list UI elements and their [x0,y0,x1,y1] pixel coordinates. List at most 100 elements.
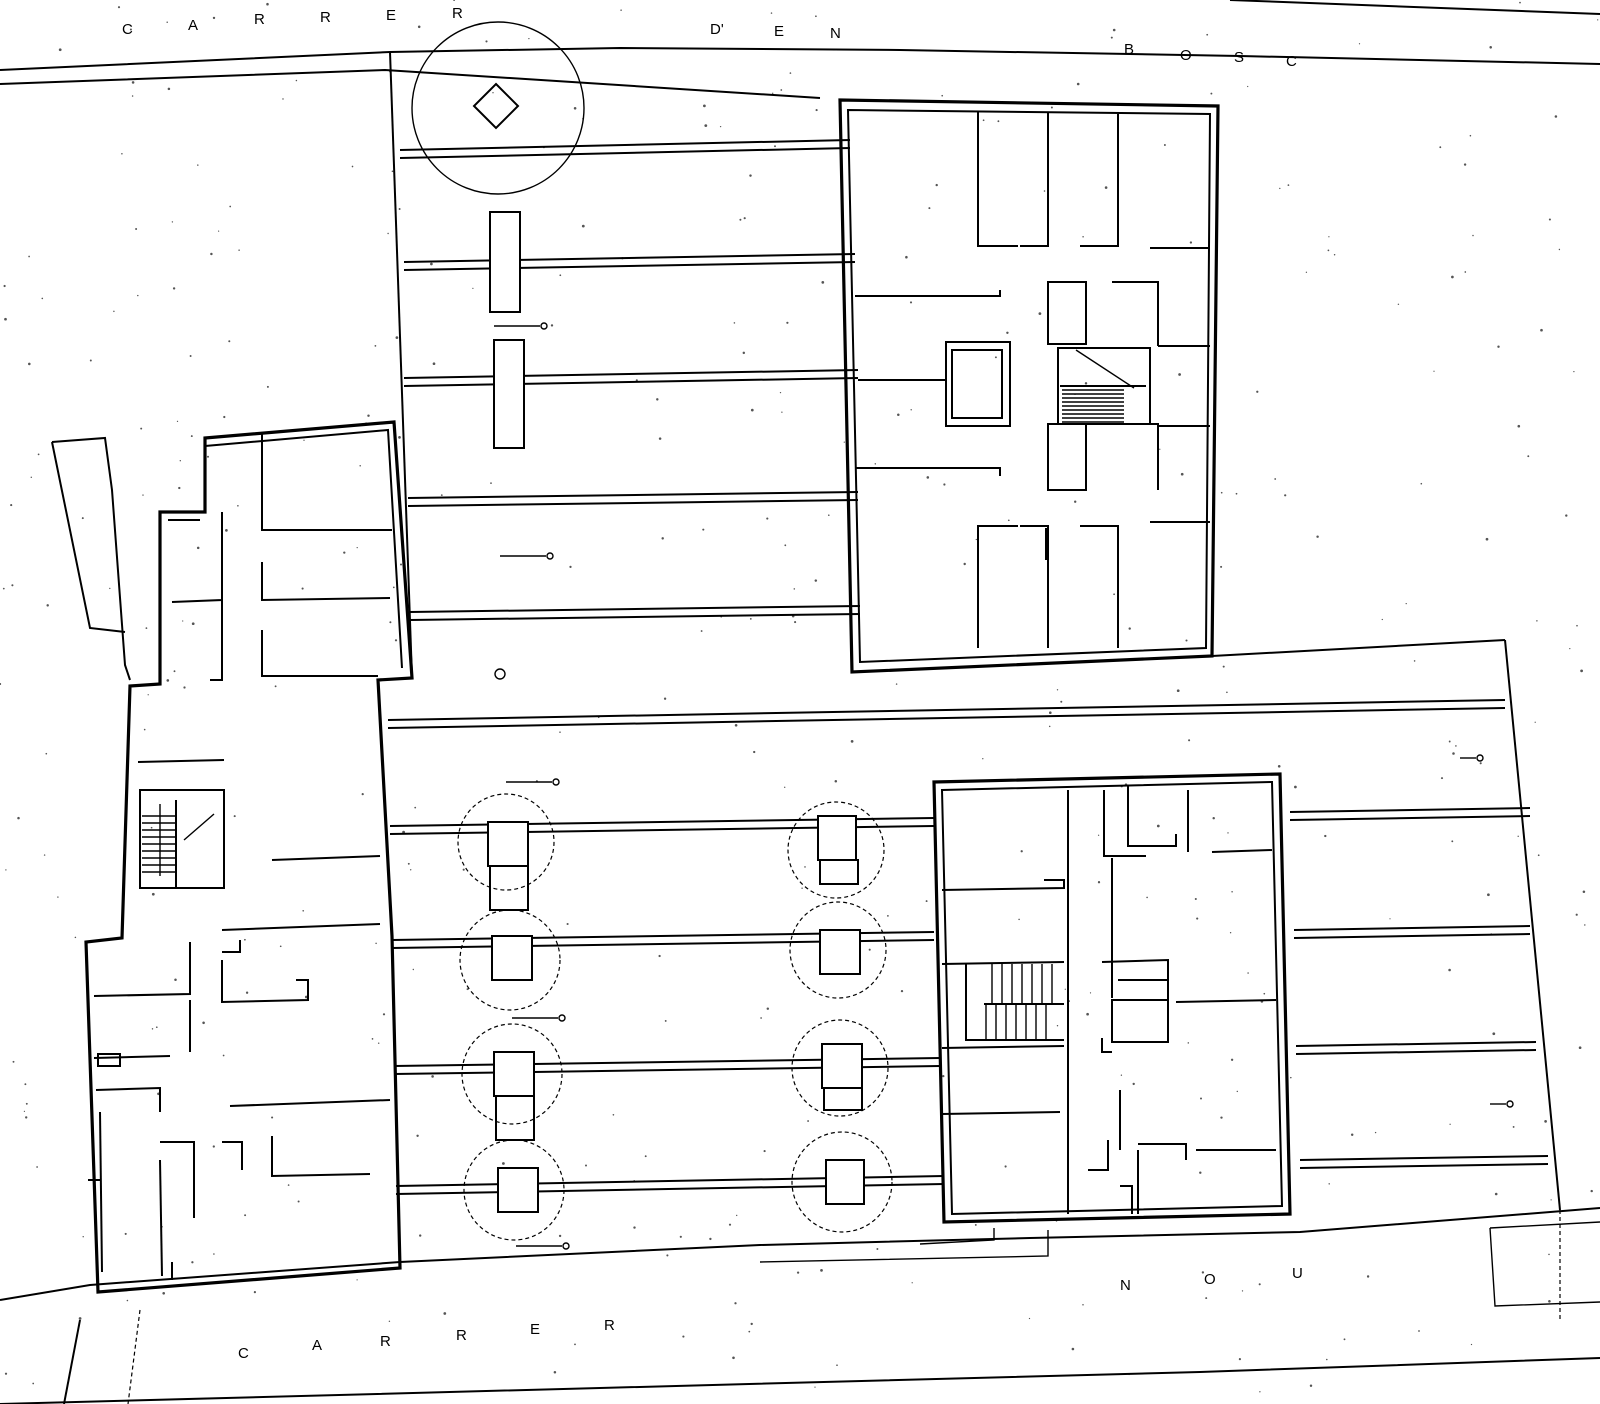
speck [392,586,395,589]
speck [926,476,930,479]
speck [1187,1042,1190,1044]
speck [982,758,984,760]
label-letter: R [254,11,265,28]
speck [253,1291,256,1294]
staircase-top-right [1060,349,1146,423]
tree-circle [787,801,885,899]
speck [151,892,155,896]
speck [1597,19,1599,21]
speck [1176,689,1180,693]
speck [74,936,77,939]
speck [1199,1171,1202,1174]
speck [633,1226,636,1229]
speck [779,391,782,394]
pad [825,1159,865,1205]
speck [886,914,889,917]
speck [416,1134,419,1137]
speck [295,79,298,82]
beam-line [1295,1041,1537,1047]
speck [709,1237,712,1241]
speck [135,228,138,230]
speck [171,221,174,223]
speck [166,21,168,24]
speck [394,639,398,642]
speck [389,621,392,624]
speck [1180,472,1184,476]
label-letter: A [312,1337,322,1354]
speck [1324,834,1327,838]
speck [682,1335,685,1338]
tree-circles [411,21,893,1241]
label-letter: S [1234,49,1244,66]
speck [1050,106,1053,109]
speck [1113,593,1115,596]
speck [1449,1123,1451,1125]
speck [1497,345,1500,348]
speck [734,1302,737,1305]
speck [1519,1,1521,4]
speck [1479,762,1482,765]
speck [1229,932,1232,934]
pad [821,1043,863,1089]
speck [1440,777,1444,780]
speck [382,1013,386,1016]
speck [23,1110,26,1113]
speck [750,408,754,412]
speck [43,854,46,856]
speck [57,896,59,898]
speck [182,620,184,622]
speck [1018,918,1020,921]
speck [975,538,977,541]
pad [489,211,521,313]
lamp-head [558,1014,566,1022]
label-letter: C [1286,53,1297,70]
speck [974,1223,977,1226]
speck [1076,82,1080,86]
speck [585,1164,587,1167]
speck [573,107,577,110]
speck [897,413,900,417]
speck [663,697,667,700]
speck [1374,1131,1377,1134]
stair-arrow [1075,349,1135,389]
speck [1189,241,1193,244]
speck [1049,711,1052,714]
speck [0,683,2,685]
speck [1512,1125,1515,1128]
lamp-head [562,1242,570,1250]
building-left [51,420,414,1294]
speck [32,1382,35,1385]
label-letter: R [380,1333,391,1350]
speck [351,165,354,168]
label-letter: N [1120,1277,1131,1294]
speck [58,48,62,52]
speck [804,866,806,868]
speck [30,476,33,479]
speck [909,301,913,304]
speck [2,587,5,590]
speck [5,869,7,871]
speck [1575,913,1578,916]
speck [1463,163,1467,166]
site-lines [494,668,1049,1263]
speck [162,1292,165,1295]
speck [766,1007,770,1010]
lamp-head [1476,754,1484,762]
building-top-right [838,98,1220,674]
speck [559,274,562,277]
speck [178,486,181,490]
speck [1328,1183,1330,1185]
tree-circle [461,1023,563,1125]
staircase-bottom-right [984,964,1064,1040]
speck [1159,448,1161,450]
speck [1210,92,1213,95]
speck [89,359,92,362]
speck [81,517,84,520]
speck [1451,840,1454,843]
speck [928,207,931,210]
speck [12,1060,15,1063]
speck [1227,832,1229,834]
building-bottom-right [932,772,1292,1224]
speck [850,740,854,743]
speck [4,317,7,321]
